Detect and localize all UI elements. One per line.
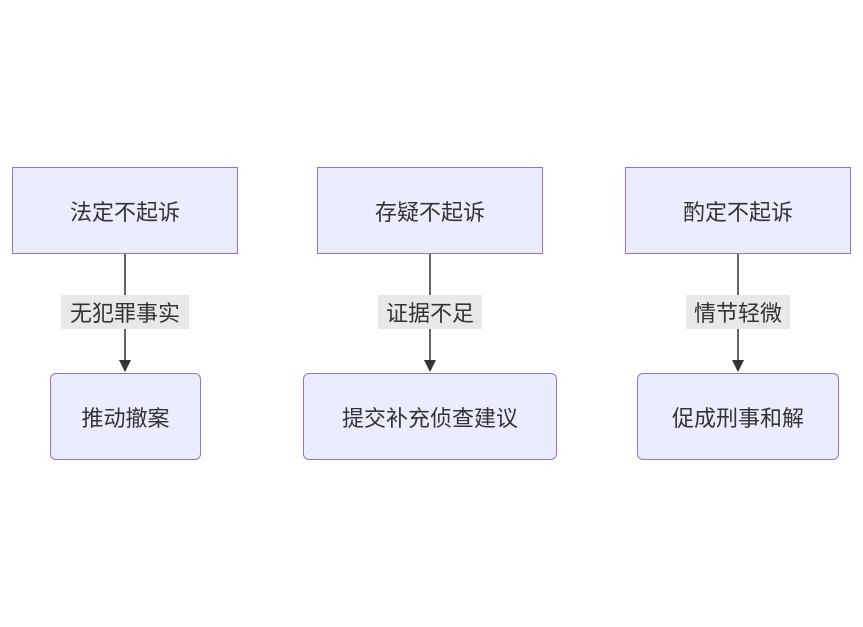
edge-label-2-text: 证据不足: [385, 302, 474, 327]
node-outcome-1: 推动撤案: [50, 373, 201, 460]
node-outcome-2-label: 提交补充侦查建议: [341, 406, 518, 432]
node-source-2-label: 存疑不起诉: [374, 200, 485, 226]
node-source-1: 法定不起诉: [12, 167, 238, 254]
edge-label-1: 无犯罪事实: [61, 295, 189, 329]
edge-label-3: 情节轻微: [686, 295, 790, 329]
node-source-3-label: 酌定不起诉: [682, 200, 793, 226]
node-outcome-3-label: 促成刑事和解: [671, 406, 804, 432]
node-source-2: 存疑不起诉: [317, 167, 543, 254]
node-outcome-2: 提交补充侦查建议: [303, 373, 557, 460]
edge-label-1-text: 无犯罪事实: [69, 302, 180, 327]
edge-label-3-text: 情节轻微: [693, 302, 782, 327]
node-outcome-1-label: 推动撤案: [81, 406, 170, 432]
node-source-1-label: 法定不起诉: [69, 200, 180, 226]
node-outcome-3: 促成刑事和解: [637, 373, 839, 460]
edge-label-2: 证据不足: [378, 295, 482, 329]
node-source-3: 酌定不起诉: [625, 167, 851, 254]
